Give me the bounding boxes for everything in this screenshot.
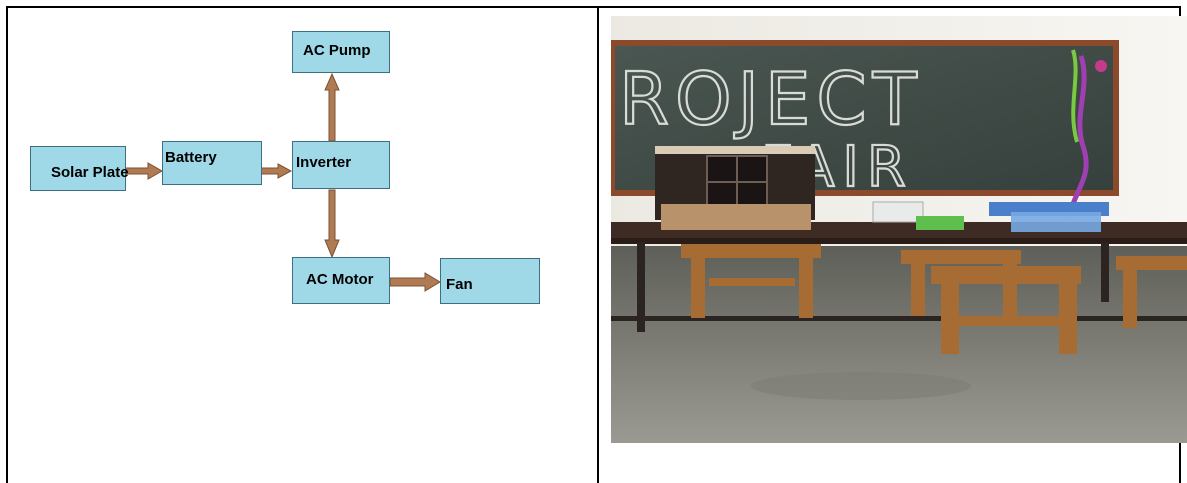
block-ac-motor: AC Motor xyxy=(292,257,390,304)
block-ac-pump: AC Pump xyxy=(292,31,390,73)
block-battery-label: Battery xyxy=(165,149,217,166)
arrow-motor-to-fan xyxy=(389,272,441,292)
arrow-inverter-to-pump xyxy=(324,72,340,142)
chalkboard-text-project: ROJECT xyxy=(619,57,923,141)
green-board xyxy=(916,216,964,230)
project-photo-scene: ROJECT FAIR xyxy=(611,16,1187,443)
streamer-purple xyxy=(1066,55,1089,217)
floor-stain xyxy=(751,372,971,400)
block-battery: Battery xyxy=(162,141,262,185)
floor xyxy=(611,246,1187,443)
cooler-base xyxy=(661,204,811,230)
block-inverter-label: Inverter xyxy=(296,154,352,171)
decoration-ball xyxy=(1095,60,1107,72)
arrow-battery-to-inverter xyxy=(260,163,293,179)
block-ac-motor-label: AC Motor xyxy=(306,271,374,288)
project-photo: ROJECT FAIR xyxy=(611,16,1187,443)
block-fan-label: Fan xyxy=(446,276,473,293)
arrow-inverter-to-motor xyxy=(324,189,340,259)
table-border-top xyxy=(6,6,1181,8)
block-ac-pump-label: AC Pump xyxy=(303,42,371,59)
block-solar-plate-label: Solar Plate xyxy=(51,164,129,181)
arrow-solar-to-battery xyxy=(124,162,164,180)
table-cell-divider xyxy=(597,6,599,483)
table-border-left xyxy=(6,6,8,483)
block-diagram: Solar Plate Battery Inverter AC Pump AC … xyxy=(30,31,540,304)
block-fan: Fan xyxy=(440,258,540,304)
inverter-box xyxy=(872,201,924,223)
block-solar-plate: Solar Plate xyxy=(30,146,129,191)
block-inverter: Inverter xyxy=(292,141,390,189)
streamer-green xyxy=(1071,49,1079,143)
wooden-stools xyxy=(681,244,1187,354)
diagram-arrows xyxy=(124,72,441,292)
